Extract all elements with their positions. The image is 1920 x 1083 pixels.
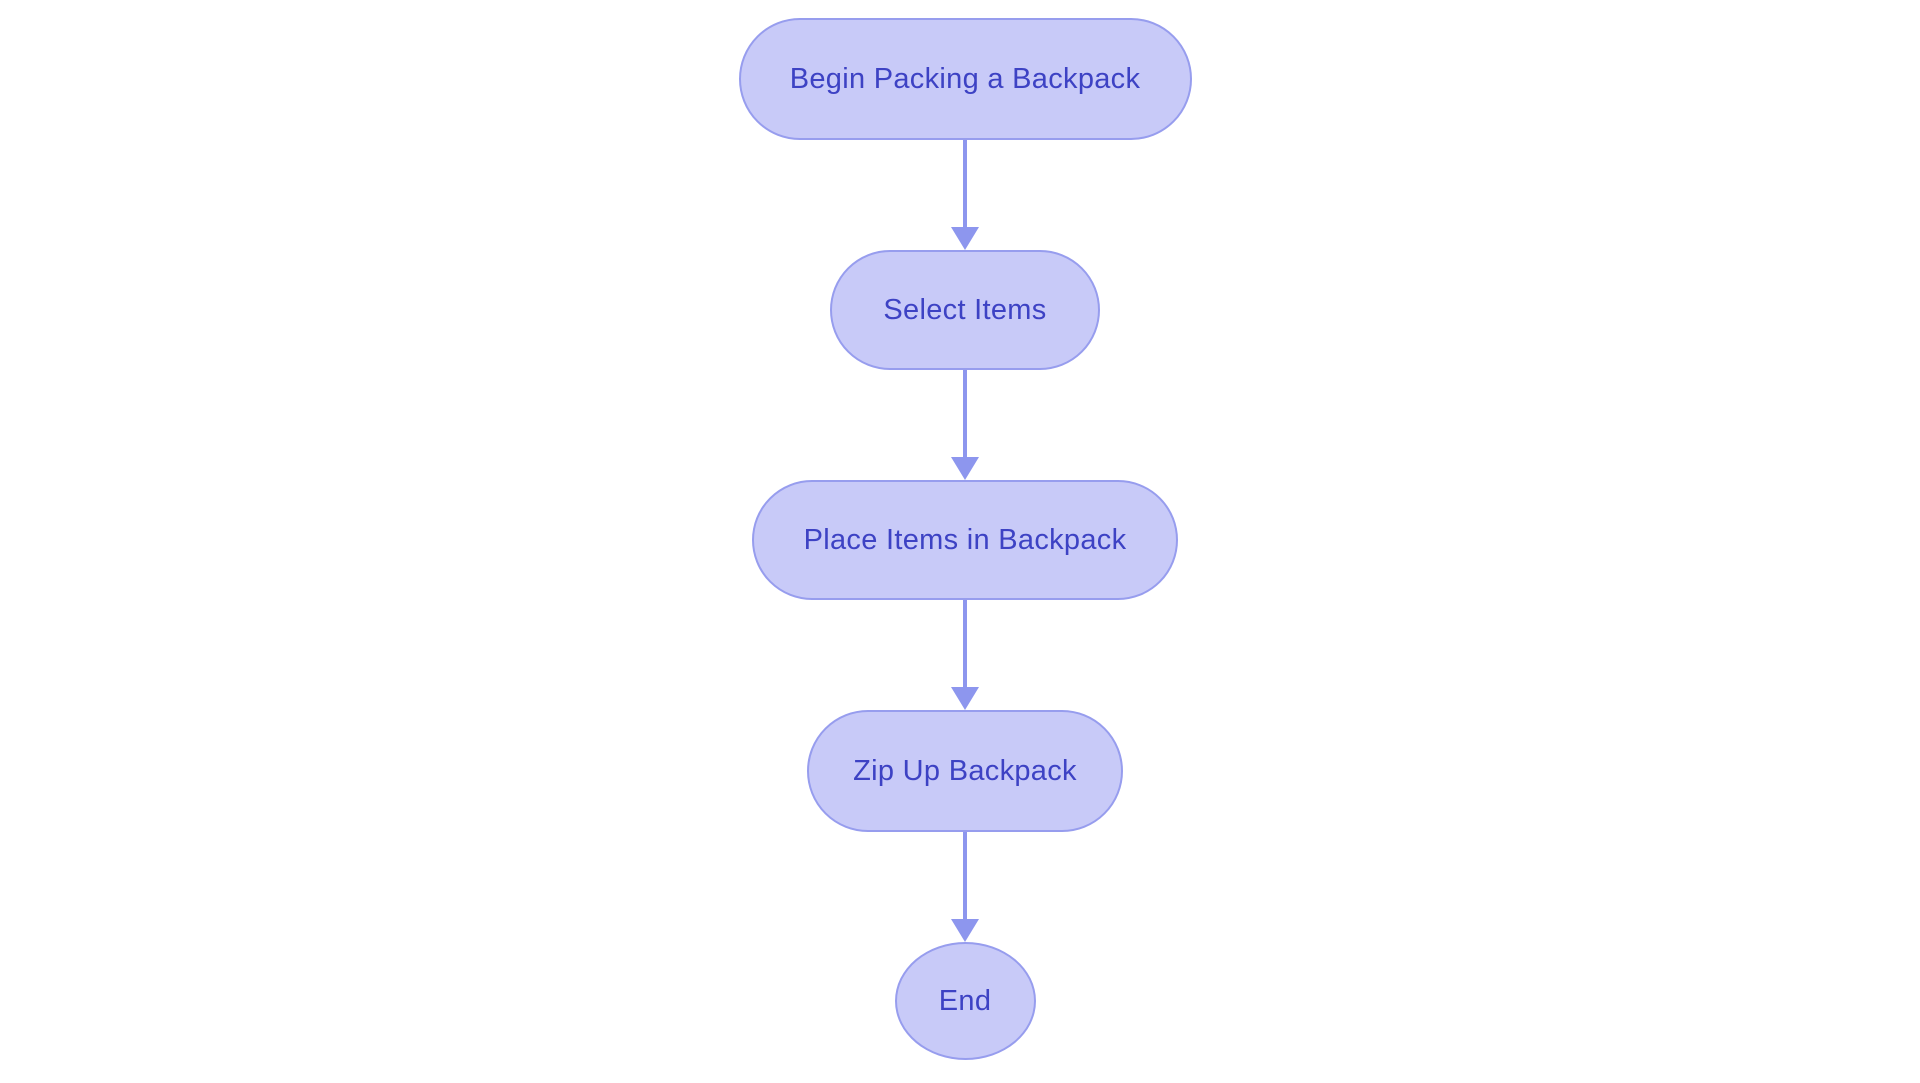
arrow-line (963, 832, 967, 919)
arrow-connector (951, 140, 979, 250)
flowchart-canvas: Begin Packing a Backpack Select Items Pl… (5, 0, 1920, 1083)
arrow-head-icon (951, 919, 979, 942)
arrow-connector (951, 370, 979, 480)
arrow-connector (951, 832, 979, 942)
node-label: Zip Up Backpack (853, 754, 1077, 787)
arrow-head-icon (951, 227, 979, 250)
arrow-line (963, 140, 967, 227)
flowchart-node-zip-up: Zip Up Backpack (807, 710, 1123, 832)
node-label: Select Items (883, 293, 1047, 326)
flowchart-node-begin-packing: Begin Packing a Backpack (738, 18, 1192, 140)
flowchart-node-end: End (894, 942, 1036, 1060)
flowchart-node-select-items: Select Items (830, 250, 1100, 370)
node-label: End (938, 984, 992, 1017)
arrow-connector (951, 600, 979, 710)
node-label: Begin Packing a Backpack (789, 62, 1141, 95)
flowchart-node-place-items: Place Items in Backpack (752, 480, 1178, 600)
arrow-line (963, 600, 967, 687)
arrow-line (963, 370, 967, 457)
arrow-head-icon (951, 687, 979, 710)
node-label: Place Items in Backpack (803, 523, 1127, 556)
arrow-head-icon (951, 457, 979, 480)
